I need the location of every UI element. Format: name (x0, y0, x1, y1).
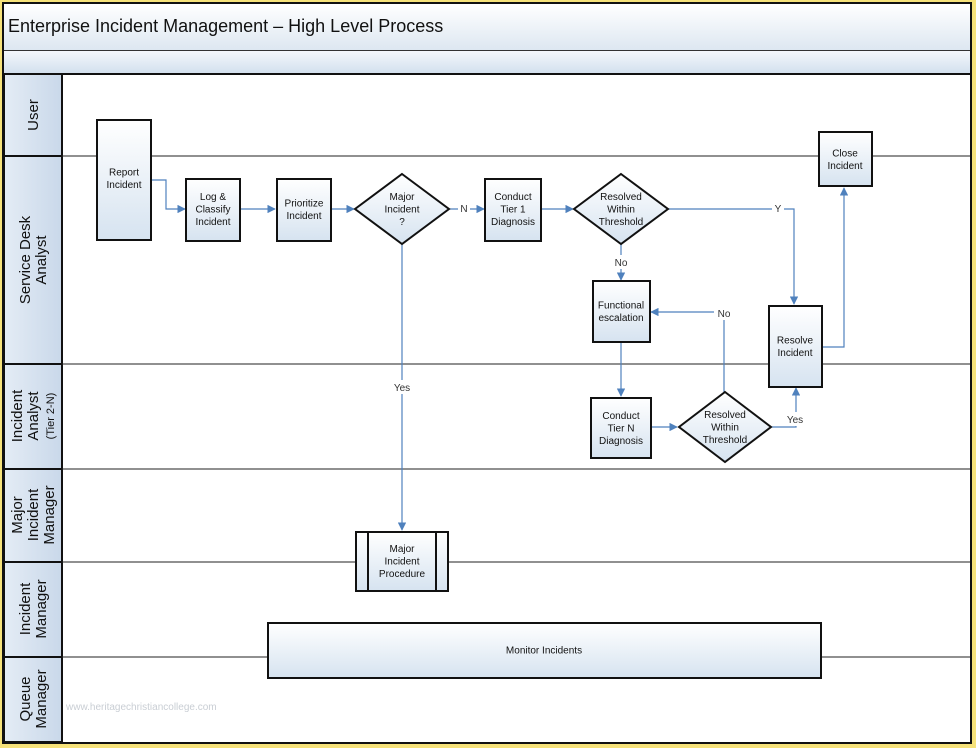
node-conduct-tier1 (484, 178, 542, 242)
edge-threshold2-yes (771, 387, 801, 428)
edge-label-threshold2-no: No (718, 309, 731, 320)
node-prioritize (276, 178, 332, 242)
node-conduct-tierN (590, 397, 652, 459)
edge-resolve-to-close (823, 187, 849, 348)
edge-label-threshold2-yes: Yes (787, 415, 803, 426)
node-major-incident-procedure (355, 531, 449, 592)
title-bar: Enterprise Incident Management – High Le… (4, 4, 970, 51)
lane-header-queue-manager (4, 656, 63, 742)
lane-label-queue-manager: QueueManager (17, 669, 50, 728)
node-threshold-1 (572, 172, 670, 246)
edge-label-major-no: N (460, 204, 467, 215)
diagram-title: Enterprise Incident Management – High Le… (8, 16, 444, 36)
title-sub-bar (4, 51, 970, 75)
lane-header-service-desk (4, 155, 63, 365)
edge-label-major-yes: Yes (394, 383, 410, 394)
lane-header-incident-manager (4, 561, 63, 658)
edge-threshold1-yes (668, 208, 799, 305)
lane-header-user (4, 73, 63, 157)
edge-threshold2-no (650, 307, 725, 392)
edge-labels: N Yes Y No No Yes (390, 202, 807, 426)
lane-label-user: User (25, 99, 42, 131)
node-close-incident (818, 131, 873, 187)
node-resolve-incident (768, 305, 823, 388)
lane-label-incident-analyst: IncidentAnalyst(Tier 2-N) (9, 389, 57, 442)
edge-label-threshold1-no: No (615, 258, 628, 269)
process-shapes (96, 119, 873, 679)
node-report-incident (96, 119, 152, 241)
node-threshold-2 (677, 390, 773, 464)
edge-label-threshold1-yes: Y (775, 204, 782, 215)
lane-headers (4, 73, 63, 742)
lane-label-incident-manager: IncidentManager (17, 579, 50, 638)
node-log-classify (185, 178, 241, 242)
node-functional-escalation (592, 280, 651, 343)
procedure-side-bars (367, 532, 437, 591)
watermark-text: www.heritagechristiancollege.com (65, 702, 217, 713)
edge-report-to-log (152, 179, 186, 214)
node-major-decision (353, 172, 451, 246)
node-monitor-incidents (267, 622, 822, 679)
node-label-monitor-incidents: Monitor Incidents (506, 646, 582, 657)
lane-label-major-incident-manager: MajorIncidentManager (9, 485, 58, 544)
lane-label-service-desk: Service DeskAnalyst (17, 215, 50, 304)
